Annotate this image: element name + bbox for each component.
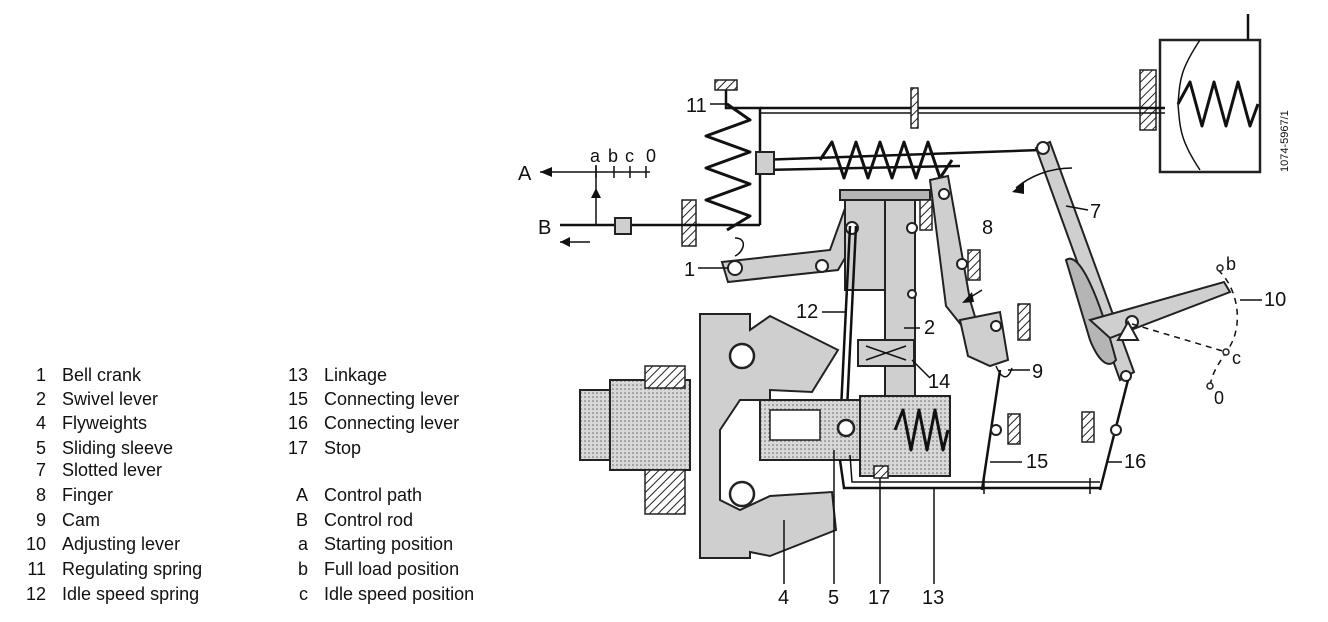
reference-code: 1074-5967/1 — [1279, 110, 1291, 172]
top-rod — [760, 87, 1165, 129]
label-9: 9 — [1032, 361, 1043, 383]
horizontal-spring — [755, 140, 1041, 180]
control-rod — [540, 165, 760, 247]
connecting-lever-15 — [980, 369, 1021, 491]
sleeve-spring — [859, 395, 951, 479]
label-8: 8 — [982, 217, 993, 239]
linkage-13 — [838, 454, 1100, 494]
sliding-sleeve — [759, 399, 871, 461]
stop-17 — [873, 465, 889, 479]
cam — [958, 303, 1031, 378]
label-10: 10 — [1264, 289, 1286, 311]
label-2: 2 — [924, 317, 935, 339]
slotted-lever — [1012, 140, 1136, 382]
connecting-lever-16 — [1081, 379, 1130, 491]
position-c: c — [1232, 348, 1241, 368]
label-16: 16 — [1124, 451, 1146, 473]
housing-spring — [1176, 80, 1260, 128]
position-b: b — [1226, 254, 1236, 274]
label-15: 15 — [1026, 451, 1048, 473]
housing-right — [1139, 14, 1262, 174]
label-11: 11 — [686, 95, 707, 117]
scale-a: a — [590, 146, 601, 166]
scale-b: b — [608, 146, 618, 166]
label-A: A — [518, 163, 532, 185]
finger — [919, 174, 983, 328]
callouts: 11 A B a b c 0 1 12 2 14 8 9 7 10 b c 0 … — [518, 95, 1286, 609]
label-B: B — [538, 217, 551, 239]
flyweights — [579, 313, 840, 559]
position-0: 0 — [1214, 388, 1224, 408]
scale-c: c — [625, 146, 634, 166]
label-7: 7 — [1090, 201, 1101, 223]
label-12: 12 — [796, 301, 818, 323]
label-1: 1 — [684, 259, 695, 281]
label-17: 17 — [868, 587, 890, 609]
label-4: 4 — [778, 587, 789, 609]
linkage-12 — [838, 225, 858, 431]
scale-0: 0 — [646, 146, 656, 166]
adjusting-lever — [1087, 264, 1239, 390]
label-13: 13 — [922, 587, 944, 609]
label-14: 14 — [928, 371, 950, 393]
label-5: 5 — [828, 587, 839, 609]
